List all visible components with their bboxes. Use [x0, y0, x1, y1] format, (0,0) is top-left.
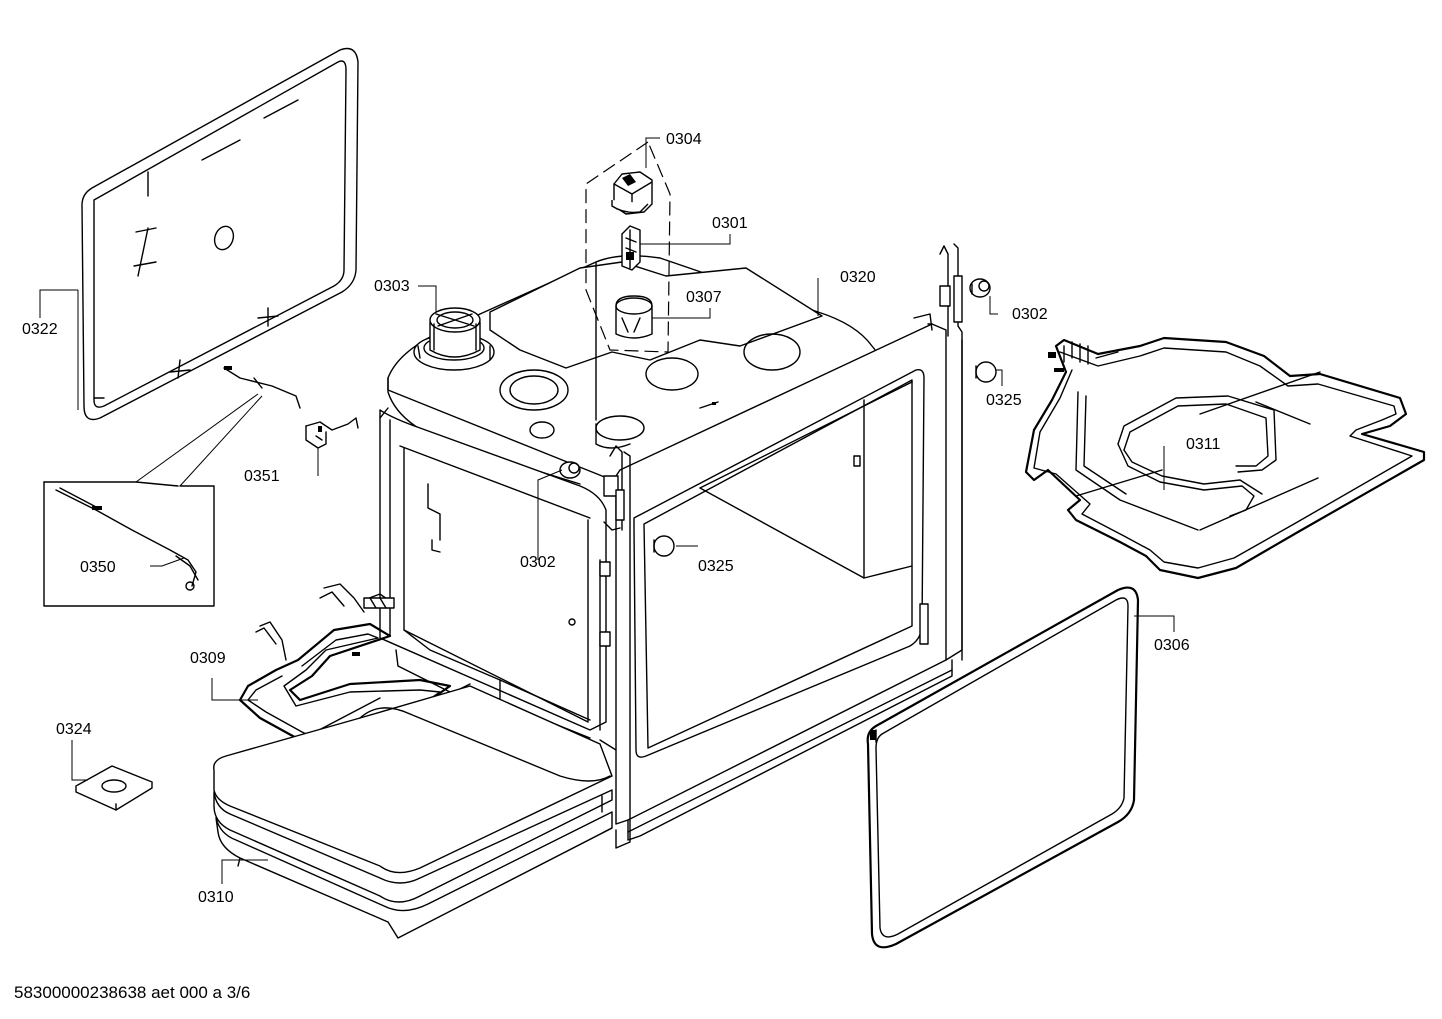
label-0325-inner: 0325: [698, 558, 734, 575]
part-sensor-detail: [43, 393, 263, 607]
label-0307: 0307: [686, 289, 722, 306]
part-square-pad: [75, 765, 153, 811]
part-insulation: [213, 685, 613, 939]
label-0302-top: 0302: [520, 554, 556, 571]
part-door-gasket: [866, 586, 1140, 949]
part-cap-top: [559, 461, 581, 479]
label-0322: 0322: [22, 321, 58, 338]
label-0301: 0301: [712, 215, 748, 232]
label-0311: 0311: [1186, 436, 1221, 453]
leader-lines: [39, 137, 1175, 884]
part-cap-right: [969, 278, 991, 298]
part-oven-cavity: [379, 243, 963, 849]
part-labels: 0322 0303 0304 0301 0307 0320 0302 0302 …: [22, 131, 1221, 906]
part-top-panel: [81, 47, 359, 421]
label-0303: 0303: [374, 278, 410, 295]
part-sensor-bracket: [223, 366, 359, 449]
part-bulb-inner: [653, 535, 675, 557]
part-lamp-group: [585, 141, 671, 353]
document-id: 58300000238638 aet 000 a 3/6: [14, 983, 250, 1002]
label-0320: 0320: [840, 269, 876, 286]
label-0310: 0310: [198, 889, 234, 906]
part-grill-heater: [1024, 336, 1426, 580]
label-0306: 0306: [1154, 637, 1190, 654]
part-bulb-right: [975, 361, 997, 383]
label-0324: 0324: [56, 721, 92, 738]
label-0302-right: 0302: [1012, 306, 1048, 323]
label-0350: 0350: [80, 559, 116, 576]
part-fan-housing: [413, 307, 495, 371]
label-0351: 0351: [244, 468, 280, 485]
label-0304: 0304: [666, 131, 702, 148]
label-0309: 0309: [190, 650, 226, 667]
label-0325-right: 0325: [986, 392, 1022, 409]
